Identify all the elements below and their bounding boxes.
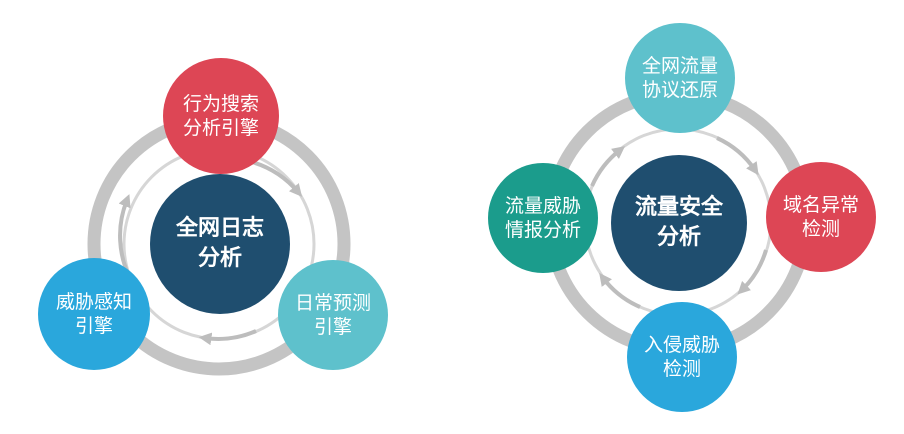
right-arrow-2 bbox=[737, 249, 768, 295]
right-node-4-line2: 情报分析 bbox=[504, 219, 581, 241]
right-arrow-1 bbox=[716, 136, 759, 176]
left-node-2-line2: 引擎 bbox=[313, 316, 352, 338]
left-hub-line2: 分析 bbox=[197, 246, 242, 271]
left-node-threat-awareness: 威胁感知 引擎 bbox=[38, 258, 150, 370]
right-node-protocol-restore: 全网流量 协议还原 bbox=[625, 23, 735, 133]
right-node-threat-intel: 流量威胁 情报分析 bbox=[488, 163, 598, 273]
right-hub-line1: 流量安全 bbox=[634, 195, 723, 220]
right-hub-line2: 分析 bbox=[656, 225, 701, 250]
right-node-4-line1: 流量威胁 bbox=[504, 195, 581, 217]
right-node-domain-anomaly: 域名异常 检测 bbox=[766, 162, 876, 272]
right-node-3-line1: 入侵威胁 bbox=[643, 334, 720, 356]
left-node-behavior-search: 行为搜索 分析引擎 bbox=[163, 58, 279, 174]
left-node-1-line1: 行为搜索 bbox=[182, 93, 259, 115]
right-node-1-line2: 协议还原 bbox=[641, 79, 718, 101]
right-node-intrusion-threat: 入侵威胁 检测 bbox=[627, 302, 737, 412]
right-node-2-line2: 检测 bbox=[801, 218, 840, 240]
right-node-2-line1: 域名异常 bbox=[782, 194, 859, 216]
left-node-2-line1: 日常预测 bbox=[294, 292, 371, 314]
right-hub-node: 流量安全 分析 bbox=[611, 155, 747, 291]
left-node-3-line2: 引擎 bbox=[74, 315, 113, 337]
left-hub-node: 全网日志 分析 bbox=[150, 174, 290, 314]
left-hub-line1: 全网日志 bbox=[175, 216, 264, 241]
left-arrow-2 bbox=[198, 329, 257, 346]
left-node-1-line2: 分析引擎 bbox=[182, 117, 259, 139]
right-node-3-line2: 检测 bbox=[662, 358, 701, 380]
left-node-daily-prediction: 日常预测 引擎 bbox=[278, 260, 388, 370]
left-arrow-1 bbox=[251, 160, 303, 197]
right-arrow-4 bbox=[590, 146, 626, 187]
right-arrow-3 bbox=[599, 272, 641, 309]
left-node-3-line1: 威胁感知 bbox=[55, 291, 132, 313]
right-node-1-line1: 全网流量 bbox=[641, 55, 718, 77]
